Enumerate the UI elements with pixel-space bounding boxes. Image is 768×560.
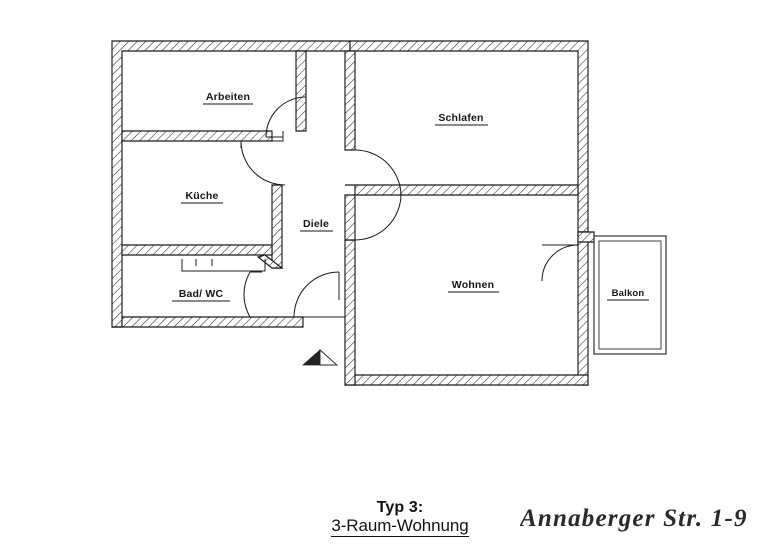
room-label-arbeiten: Arbeiten	[203, 91, 253, 105]
room-label-diele: Diele	[300, 218, 333, 232]
room-label-text: Schlafen	[438, 112, 483, 124]
address-handwritten-text: Annaberger Str. 1-9	[520, 505, 748, 532]
room-label-schlafen: Schlafen	[435, 112, 488, 126]
room-label-bad-wc: Bad/ WC	[172, 288, 230, 302]
north-arrow-icon	[301, 349, 339, 366]
room-label-text: Wohnen	[452, 279, 494, 291]
balcony-outline	[593, 235, 667, 355]
room-labels: Arbeiten Küche Bad/ WC Diele Schlafen Wo…	[172, 91, 649, 302]
bathroom-fixture	[181, 259, 266, 272]
room-label-balkon: Balkon	[607, 288, 649, 301]
room-label-kueche: Küche	[181, 190, 223, 204]
caption-type-label: Typ 3:	[376, 499, 424, 516]
room-label-text: Diele	[303, 218, 329, 230]
room-label-text: Küche	[185, 190, 218, 202]
caption-subtitle-label: 3-Raum-Wohnung	[331, 515, 469, 537]
room-label-text: Bad/ WC	[179, 288, 224, 300]
plan-caption: Typ 3: 3-Raum-Wohnung	[300, 499, 500, 537]
interior-walls	[121, 50, 595, 269]
room-label-wohnen: Wohnen	[448, 279, 499, 293]
door-openings	[240, 96, 579, 318]
room-label-text: Arbeiten	[206, 91, 250, 103]
room-label-text: Balkon	[612, 288, 645, 299]
address-annotation: Annaberger Str. 1-9	[520, 505, 768, 533]
